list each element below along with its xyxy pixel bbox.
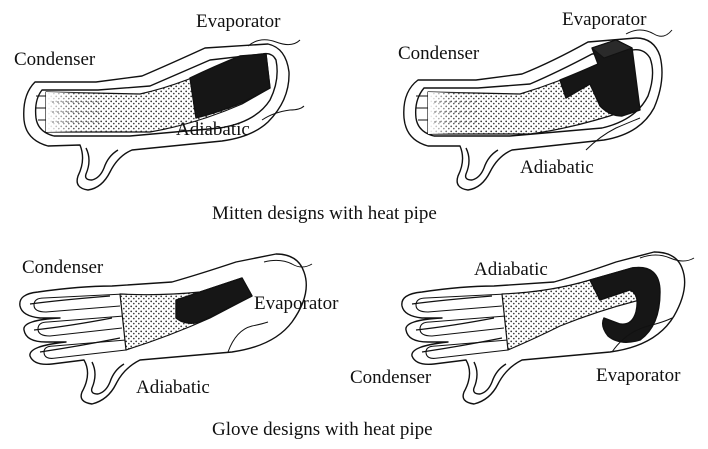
mitten-caption: Mitten designs with heat pipe	[212, 204, 437, 223]
mitten-1-thumb-inner	[86, 148, 118, 180]
glove-2-condenser-label: Condenser	[350, 368, 431, 387]
glove-1-adiabatic-label: Adiabatic	[136, 378, 210, 397]
glove-2-evaporator-label: Evaporator	[596, 366, 680, 385]
mitten-1-evaporator-label: Evaporator	[196, 12, 280, 31]
glove-2-adiabatic-label: Adiabatic	[474, 260, 548, 279]
glove-2-top-leader	[640, 255, 694, 261]
glove-1-condenser-label: Condenser	[22, 258, 103, 277]
glove-1-finger-tubes	[34, 294, 126, 358]
mitten-2-thumb-inner	[466, 148, 498, 180]
glove-1-bottom-leader	[228, 322, 268, 352]
mitten-1-adiabatic-label: Adiabatic	[176, 120, 250, 139]
mitten-1-adiabatic-leader	[262, 106, 304, 120]
mitten-2-evaporator-leader	[626, 30, 672, 36]
glove-2-finger-tubes	[416, 294, 508, 358]
mitten-2-adiabatic-label: Adiabatic	[520, 158, 594, 177]
glove-1-top-leader	[264, 260, 312, 267]
glove-1-evaporator-label: Evaporator	[254, 294, 338, 313]
mitten-2-condenser-label: Condenser	[398, 44, 479, 63]
mitten-2-evaporator-label: Evaporator	[562, 10, 646, 29]
mitten-1-condenser-label: Condenser	[14, 50, 95, 69]
mitten-2-adiabatic-leader	[586, 118, 640, 150]
glove-caption: Glove designs with heat pipe	[212, 420, 433, 439]
